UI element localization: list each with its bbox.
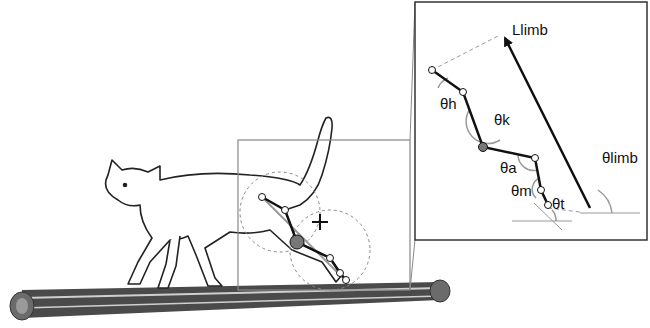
treadmill xyxy=(10,280,450,320)
angle-label: θlimb xyxy=(602,150,638,165)
angle-label: θa xyxy=(500,160,517,175)
angle-label: θt xyxy=(552,196,565,211)
length-label: Llimb xyxy=(512,22,548,37)
inset-leg xyxy=(429,36,641,230)
angle-label: θh xyxy=(440,96,457,111)
angle-label: θk xyxy=(494,112,510,127)
leg-overlay xyxy=(240,172,370,290)
angle-label: θm xyxy=(511,183,532,198)
cat xyxy=(106,117,342,288)
